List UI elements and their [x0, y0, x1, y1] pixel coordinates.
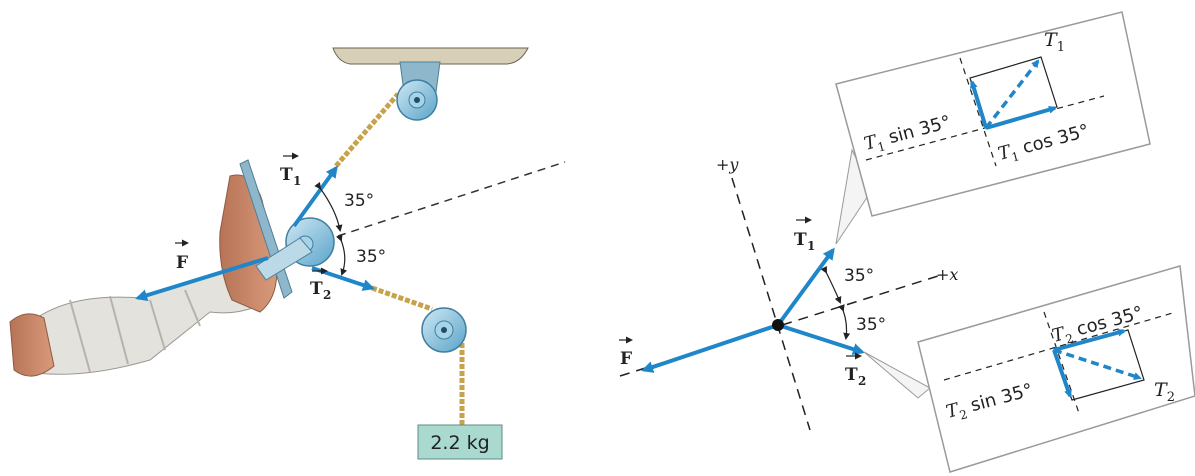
- T2-sin-component: [1052, 349, 1072, 398]
- label-T1-fbd: T 1: [794, 216, 815, 253]
- T1-dashed-resultant: [984, 59, 1040, 130]
- label-T2-fbd: T 2: [845, 352, 866, 388]
- inset-lower: T2 cos 35° T2 sin 35° T2: [917, 265, 1195, 473]
- angle-upper-fbd: 35°: [844, 266, 874, 286]
- svg-text:T: T: [280, 165, 293, 185]
- inset-upper-T1: T1: [1044, 29, 1065, 55]
- svg-text:F: F: [620, 349, 632, 369]
- angle-arc-upper-fbd: [820, 265, 842, 304]
- angle-lower-fbd: 35°: [856, 315, 886, 335]
- T1-sin-component: [969, 80, 988, 129]
- angle-upper-left: 35°: [344, 191, 374, 211]
- y-axis: [731, 177, 811, 431]
- mass-box: [417, 424, 503, 460]
- inset-lower-frame: [917, 265, 1195, 473]
- mass-label: 2.2 kg: [430, 432, 489, 454]
- rope-lower: [371, 285, 433, 312]
- label-F-fbd: F: [619, 336, 633, 369]
- rope-upper: [334, 92, 400, 168]
- callout-wedge-lower: [863, 351, 931, 399]
- axis-x-label: +x: [936, 265, 958, 284]
- toes-skin: [9, 313, 55, 377]
- svg-text:F: F: [176, 253, 188, 273]
- svg-text:T: T: [794, 230, 807, 250]
- svg-text:T: T: [845, 365, 858, 385]
- angle-arc-lower-left: [335, 234, 348, 276]
- T2-dashed-resultant: [1053, 348, 1142, 380]
- bisector-dashed: [337, 161, 566, 237]
- angle-arc-lower-fbd: [838, 304, 851, 340]
- origin-point: [772, 319, 784, 331]
- svg-text:2: 2: [858, 374, 866, 388]
- T1-cos-component: [985, 105, 1057, 130]
- vector-T2-fbd: [777, 323, 865, 355]
- angle-arc-upper-left: [314, 181, 343, 232]
- T2-cos-component: [1053, 328, 1126, 352]
- angle-lower-left: 35°: [356, 247, 386, 267]
- vector-T1-fbd: [776, 247, 835, 327]
- vector-F-left: [135, 256, 269, 302]
- svg-text:1: 1: [293, 174, 301, 188]
- svg-text:1: 1: [807, 239, 815, 253]
- inset-upper: T1 T1 sin 35° T1 cos 35°: [835, 11, 1151, 217]
- label-T2-left: T 2: [310, 267, 331, 302]
- inset-lower-T2: T2: [1154, 379, 1175, 405]
- left-figure: 2.2 kg 35° 35° T 1 T 2: [9, 47, 566, 460]
- svg-text:T: T: [310, 279, 323, 299]
- label-T1-left: T 1: [280, 152, 301, 188]
- svg-text:2: 2: [323, 288, 331, 302]
- axis-y-label: +y: [716, 155, 739, 174]
- vector-F-fbd: [641, 323, 779, 373]
- label-F-left: F: [175, 239, 189, 273]
- ceiling-bar: [332, 47, 529, 65]
- inset-upper-frame: [835, 11, 1151, 217]
